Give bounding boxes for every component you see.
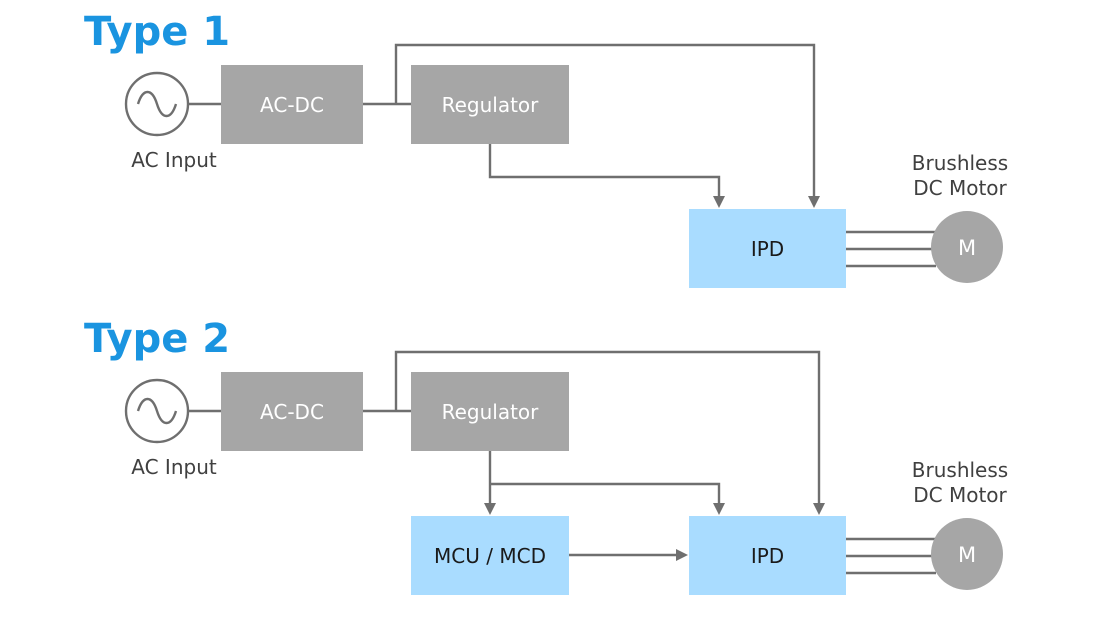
- type2-wire-bus-to-ipd: [394, 350, 821, 504]
- type2-wire-regulator-ipd: [490, 482, 721, 504]
- type2-motor-caption: Brushless DC Motor: [900, 458, 1020, 508]
- type2-regulator-block: Regulator: [411, 372, 569, 451]
- type2-ipd-block: IPD: [689, 516, 846, 595]
- type1-title: Type 1: [84, 9, 231, 55]
- type1-wire-regulator-ipd: [488, 144, 721, 197]
- type2-motor-symbol: M: [958, 543, 976, 567]
- type2-arrow-regulator-mcu: [484, 503, 496, 515]
- type1-acdc-label: AC-DC: [260, 92, 324, 117]
- type1-regulator-label: Regulator: [441, 92, 539, 117]
- type1-motor-caption: Brushless DC Motor: [900, 151, 1020, 201]
- type2-ac-source-icon: [124, 378, 190, 444]
- type2-title: Type 2: [84, 316, 231, 362]
- type2-motor-caption-line2: DC Motor: [913, 483, 1007, 507]
- type1-motor-caption-line2: DC Motor: [913, 176, 1007, 200]
- type2-arrow-regulator-ipd: [713, 503, 725, 515]
- type1-arrow-bus-ipd: [808, 196, 820, 208]
- type2-regulator-label: Regulator: [441, 399, 539, 424]
- type1-wire-bus-to-ipd: [394, 43, 816, 197]
- type1-motor-icon: M: [931, 211, 1003, 283]
- type1-ipd-block: IPD: [689, 209, 846, 288]
- type2-motor-phase-wires: [846, 537, 936, 575]
- type1-ipd-label: IPD: [750, 236, 785, 261]
- type1-acdc-block: AC-DC: [221, 65, 363, 144]
- type1-ac-input-label: AC Input: [131, 148, 217, 172]
- type2-acdc-label: AC-DC: [260, 399, 324, 424]
- type2-ac-input-label: AC Input: [131, 455, 217, 479]
- type2-motor-caption-line1: Brushless: [911, 458, 1009, 482]
- type1-motor-caption-line1: Brushless: [911, 151, 1009, 175]
- type2-arrow-mcu-ipd: [676, 549, 688, 561]
- type1-arrow-regulator-ipd: [713, 196, 725, 208]
- type1-regulator-block: Regulator: [411, 65, 569, 144]
- type1-motor-symbol: M: [958, 236, 976, 260]
- type2-mcu-block: MCU / MCD: [411, 516, 569, 595]
- type2-mcu-label: MCU / MCD: [434, 543, 546, 568]
- type2-motor-icon: M: [931, 518, 1003, 590]
- type1-ac-source-icon: [124, 71, 190, 137]
- type2-ipd-label: IPD: [750, 543, 785, 568]
- type2-acdc-block: AC-DC: [221, 372, 363, 451]
- type1-motor-phase-wires: [846, 230, 936, 268]
- type2-arrow-bus-ipd: [813, 503, 825, 515]
